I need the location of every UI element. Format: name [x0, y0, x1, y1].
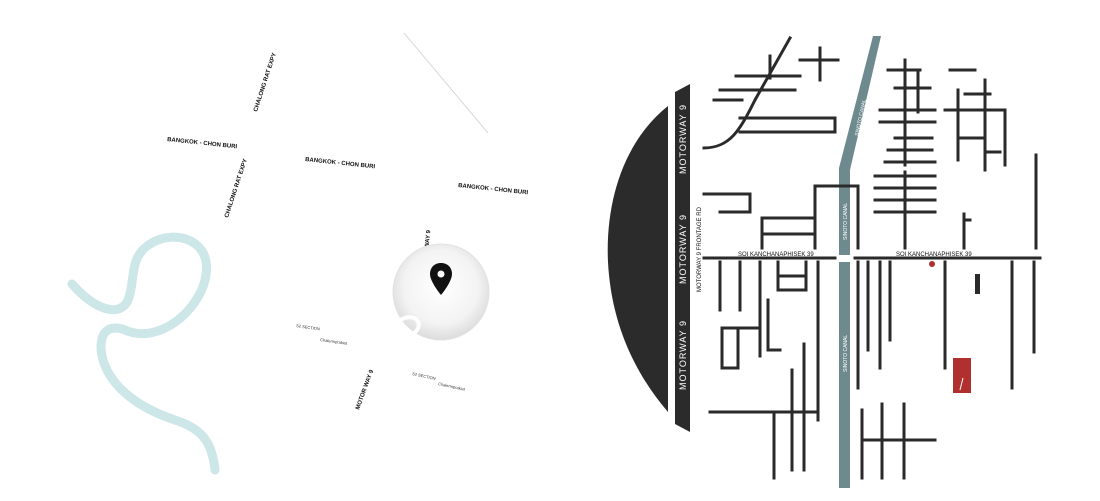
motorway-label-3: MOTORWAY 9 — [678, 320, 688, 390]
detail-map: MOTORWAY 9 MOTORWAY 9 MOTORWAY 9 MOTORWA… — [607, 35, 1042, 488]
overview-map: CHALONG RAT EXPY CHALONG RAT EXPY BANGKO… — [67, 32, 529, 475]
soi-label-right: SOI KANCHANAPHISEK 39 — [896, 252, 972, 258]
soi-label-left: SOI KANCHANAPHISEK 39 — [738, 252, 814, 258]
road-label-section-2: S2 SECTION — [412, 371, 436, 381]
road-label-chalong-rat-2: CHALONG RAT EXPY — [224, 158, 249, 218]
project-site-marker[interactable] — [953, 358, 971, 393]
motorway-9-strip — [675, 84, 690, 432]
road-label-bangkok-chonburi-3: BANGKOK - CHON BURI — [458, 183, 529, 196]
motorway-label-1: MOTORWAY 9 — [678, 104, 688, 174]
road-label-section-1-sub: Chalermprakiat — [320, 337, 348, 346]
soi-crossing-gap — [835, 255, 855, 262]
dark-half-disc — [607, 106, 668, 412]
road-label-motorway-9-bottom: MOTOR WAY 9 — [355, 369, 375, 411]
location-dot[interactable] — [929, 261, 935, 267]
road-faint-line — [403, 32, 489, 134]
road-label-bangkok-chonburi-1: BANGKOK - CHON BURI — [167, 137, 238, 150]
motorway-label-2: MOTORWAY 9 — [678, 214, 688, 284]
highlight-road-curve — [399, 315, 421, 337]
road-network — [702, 35, 1042, 480]
road-label-bangkok-chonburi-2: BANGKOK - CHON BURI — [305, 157, 376, 170]
river — [67, 232, 220, 475]
road-label-section-2-sub: Chalermprakiat — [438, 381, 466, 392]
road-label-chalong-rat-1: CHALONG RAT EXPY — [253, 52, 278, 112]
building-block — [975, 274, 980, 294]
road-label-section-1: S2 SECTION — [296, 323, 320, 331]
canal-label-3: SINOTO CANAL — [843, 335, 849, 372]
sinoto-canal — [839, 36, 881, 488]
frontage-road-label: MOTORWAY 9 FRONTAGE RD — [697, 206, 703, 292]
location-pin-icon[interactable] — [430, 263, 452, 295]
canal-label-2: SINOTO CANAL — [843, 203, 849, 240]
project-site-inner-line — [959, 377, 964, 391]
